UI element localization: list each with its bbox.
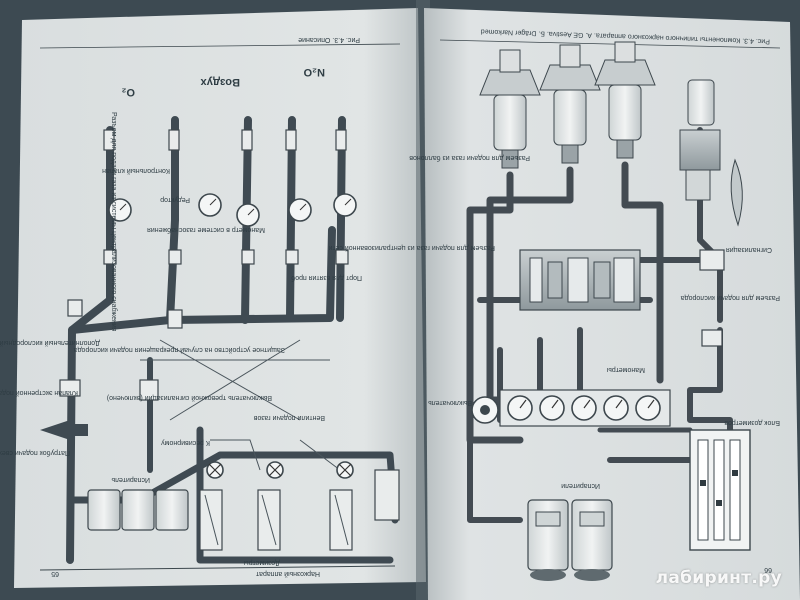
right-page: Рис. 4.3. Компоненты типичного наркозног… — [329, 8, 800, 600]
right-label-0: Разъем для подачи газа из баллонов — [409, 154, 530, 162]
right-label-3: Блок дозиметров — [724, 419, 780, 426]
o2-sensor-block — [701, 329, 723, 347]
left-header-title: Наркозный аппарат — [255, 570, 320, 578]
left-page: O₂ Воздух N₂O Рис. 4.3. Описание Наркозн… — [0, 8, 426, 588]
left-label-10: Дозиметры — [244, 559, 280, 566]
left-label-12: Дополнительный кислородный дозиметр (зак… — [0, 339, 100, 347]
central-manifold — [519, 249, 641, 311]
yoke-1 — [479, 49, 541, 169]
yoke-2 — [539, 44, 601, 164]
right-label-5: Разъем для подачи кислорода — [681, 294, 780, 301]
gas-label-o2: O₂ — [121, 86, 135, 98]
watermark-logo: лабиринт.ру — [655, 568, 782, 588]
yoke-3 — [594, 41, 656, 159]
right-label-4: Выключатель — [428, 399, 472, 406]
gas-label-air: Воздух — [200, 76, 240, 88]
oxygen-flush-assembly — [679, 79, 743, 227]
cylinder-yokes — [479, 41, 656, 169]
left-vaporizers — [87, 489, 189, 531]
right-label-1: Манометры — [607, 366, 645, 373]
gauge-panel — [471, 389, 671, 427]
left-label-0: Разъем для подачи газа из системы центра… — [110, 112, 118, 332]
left-page-paper — [14, 8, 426, 588]
right-label-6: Сигнализация — [726, 246, 772, 253]
right-vaporizers — [527, 499, 613, 581]
left-label-7: Испаритель — [111, 476, 150, 483]
left-label-6: Выключатель тревожной сигнализации (вклю… — [107, 394, 272, 402]
left-gauges — [108, 193, 357, 227]
left-page-number: 65 — [51, 570, 59, 577]
left-label-1: Контрольный клапан — [102, 167, 170, 175]
left-label-8: Вентили подачи газов — [253, 414, 325, 421]
right-page-number: 66 — [764, 566, 772, 573]
left-flowmeters — [199, 469, 400, 551]
left-fittings — [59, 129, 349, 401]
right-label-2: Испарители — [561, 482, 600, 489]
regulator-block — [699, 249, 725, 271]
left-figure-caption: Рис. 4.3. Описание — [298, 36, 360, 43]
left-label-4: Порт для взятия проб — [291, 274, 362, 282]
flowmeter-bank — [689, 429, 751, 551]
left-label-2: Манометр в системе газоснабжения — [147, 226, 265, 234]
gas-label-n2o: N₂O — [303, 66, 325, 78]
left-flow-valves — [206, 461, 354, 479]
left-label-13: Патрубок подачи свежей газовой смеси — [0, 449, 70, 457]
left-label-11: Клапан экстренной подачи кислорода — [0, 389, 78, 397]
left-labels: O₂ Воздух N₂O Рис. 4.3. Описание Наркозн… — [0, 36, 362, 578]
left-label-3: Редуктор — [160, 196, 190, 203]
right-label-7: Разъем для подачи газа из централизованн… — [329, 244, 495, 252]
left-label-5: Защитное устройство на случай прекращени… — [74, 346, 285, 354]
fresh-gas-outlet — [40, 420, 88, 440]
left-label-9: К ресивирному — [161, 439, 210, 446]
